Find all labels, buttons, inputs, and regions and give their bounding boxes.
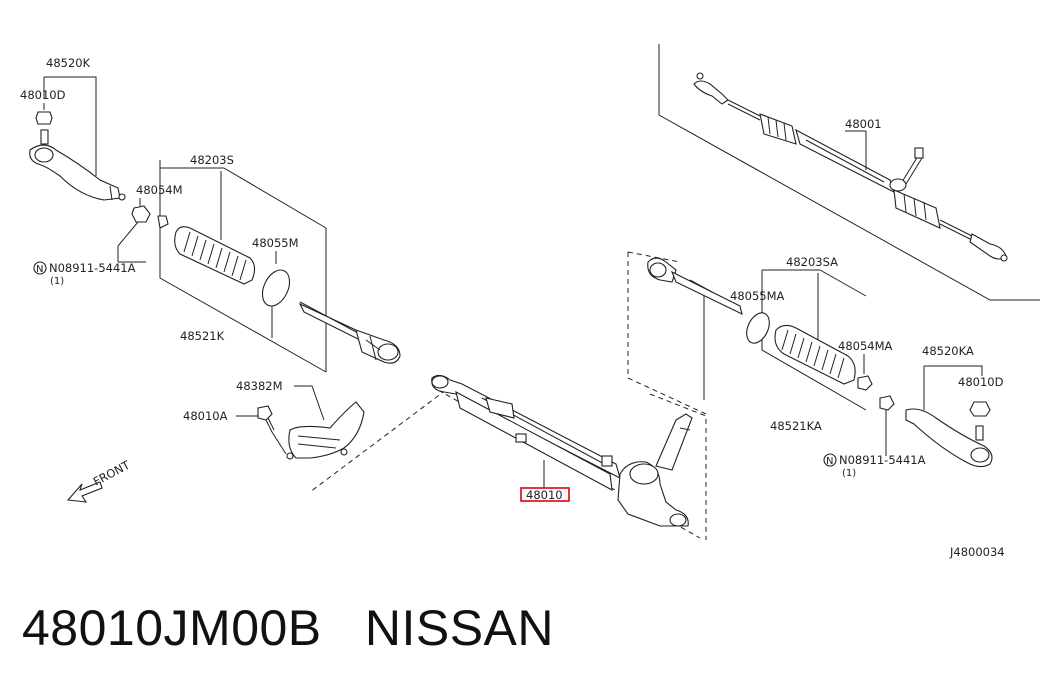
bolt-top-left bbox=[696, 72, 704, 80]
label-48203S: 48203S bbox=[190, 153, 234, 167]
gear-assembly-group: 48010 bbox=[309, 374, 707, 540]
pinion-48001 bbox=[914, 147, 924, 159]
tie-rod-end-48001-right bbox=[969, 233, 1007, 260]
label-48010-highlight: 48010 bbox=[526, 488, 563, 502]
stud-left bbox=[40, 129, 49, 145]
boot-48001-left bbox=[759, 113, 797, 145]
tie-rod-end-48001-left bbox=[693, 80, 729, 105]
diagram-code: J4800034 bbox=[949, 545, 1005, 559]
steering-gear-complete-group: 48001 bbox=[658, 44, 1040, 301]
label-qty-right: (1) bbox=[842, 468, 856, 479]
lock-washer-left bbox=[157, 215, 169, 229]
right-boot-kit-group: 48203SA 48055MA 48054MA 48521KA bbox=[627, 251, 893, 433]
pinion-shaft bbox=[655, 413, 693, 471]
n-mark-left bbox=[33, 261, 47, 275]
label-48010D-left: 48010D bbox=[20, 88, 66, 102]
boot-48203SA bbox=[774, 324, 856, 385]
front-label: FRONT bbox=[91, 457, 133, 488]
part-caption: 48010JM00B NISSAN bbox=[22, 598, 554, 658]
highlight-box-48010 bbox=[520, 487, 570, 502]
caption-brand: NISSAN bbox=[364, 600, 555, 656]
label-48520K: 48520K bbox=[46, 56, 91, 70]
mount-tab-1 bbox=[515, 433, 527, 443]
front-arrow-icon bbox=[66, 481, 103, 503]
label-48054M: 48054M bbox=[136, 183, 183, 197]
mount-tab-2 bbox=[601, 455, 613, 467]
nut-48010D-left bbox=[35, 111, 53, 125]
front-indicator: FRONT bbox=[66, 457, 133, 503]
label-48010A: 48010A bbox=[183, 409, 228, 423]
label-48203SA: 48203SA bbox=[786, 255, 838, 269]
label-48055M: 48055M bbox=[252, 236, 299, 250]
cotter-left-group: N N08911-5441A (1) bbox=[33, 261, 146, 287]
lock-nut-48054M bbox=[131, 205, 151, 223]
label-qty-left: (1) bbox=[50, 276, 64, 287]
caption-part-number: 48010JM00B bbox=[22, 600, 322, 656]
clip-48055M bbox=[261, 269, 291, 307]
boot-48001-right bbox=[893, 189, 941, 229]
label-48520KA: 48520KA bbox=[922, 344, 974, 358]
label-48521KA: 48521KA bbox=[770, 419, 822, 433]
label-48054MA: 48054MA bbox=[838, 339, 893, 353]
left-tie-rod-end-group: 48520K 48010D bbox=[20, 56, 126, 201]
label-08911-5441A-left: N08911-5441A bbox=[49, 261, 136, 275]
clip-48055MA bbox=[746, 312, 770, 344]
parts-diagram: 48001 48520K 48010D 48203S 48054M bbox=[20, 44, 1040, 559]
label-48521K: 48521K bbox=[180, 329, 225, 343]
tie-rod-end-48520KA bbox=[905, 408, 993, 468]
gear-housing-48010 bbox=[431, 374, 621, 480]
svg-text:N: N bbox=[36, 264, 43, 275]
label-48010D-right: 48010D bbox=[958, 375, 1004, 389]
label-48382M: 48382M bbox=[236, 379, 283, 393]
cover-group: 48382M 48010A bbox=[183, 379, 365, 460]
stud-right bbox=[975, 425, 984, 441]
cover-48382M bbox=[288, 401, 365, 459]
lock-nut-48054MA bbox=[857, 375, 873, 391]
label-48055MA: 48055MA bbox=[730, 289, 785, 303]
nut-48010D-right bbox=[969, 401, 991, 417]
boot-48203S bbox=[174, 226, 256, 285]
cotter-right-group: N N08911-5441A (1) bbox=[823, 453, 926, 479]
inner-socket-48521KA bbox=[670, 270, 743, 316]
svg-text:N: N bbox=[826, 456, 833, 467]
right-tie-rod-end-group: 48520KA 48010D bbox=[879, 344, 1004, 468]
lock-washer-right bbox=[879, 395, 895, 411]
bolt-48010A bbox=[257, 405, 273, 421]
left-boot-kit-group: 48203S 48054M 48055M 48521K bbox=[117, 153, 401, 373]
label-08911-5441A-right: N08911-5441A bbox=[839, 453, 926, 467]
label-48001: 48001 bbox=[845, 117, 882, 131]
inner-socket-48521K bbox=[298, 302, 362, 342]
frame-line-48001 bbox=[658, 44, 1040, 301]
n-mark-right bbox=[823, 453, 837, 467]
